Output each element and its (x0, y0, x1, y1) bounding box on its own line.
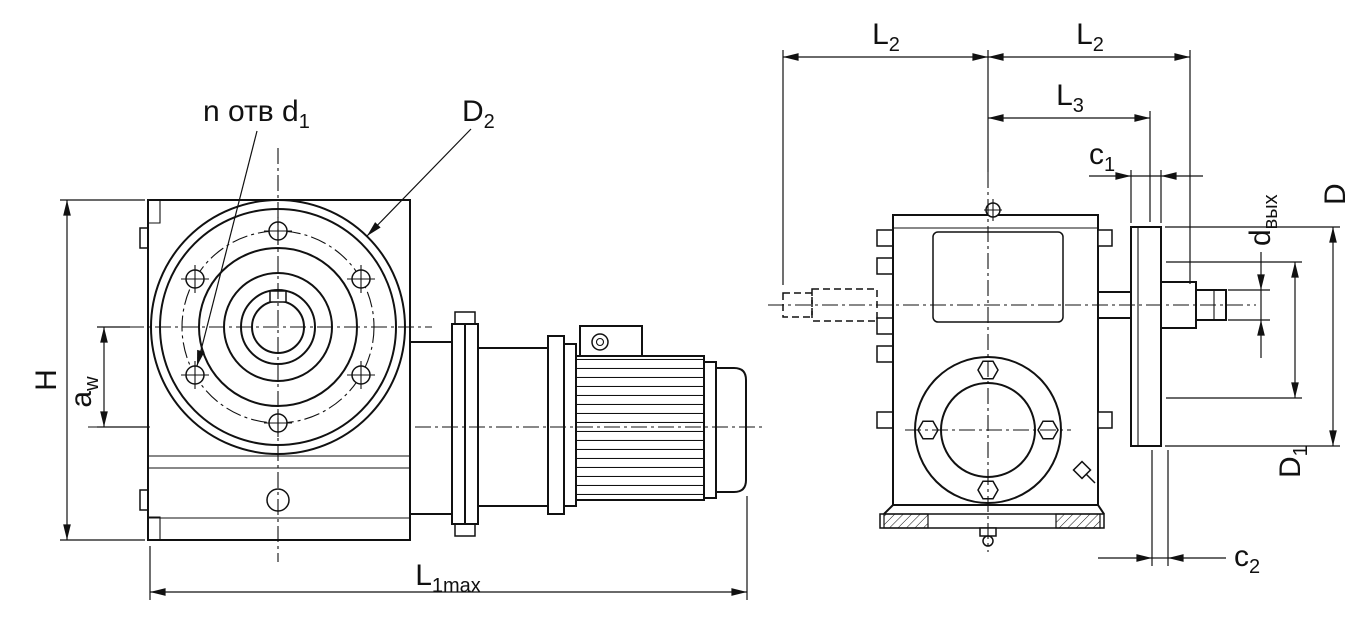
dimensions-side: L2 L2 L3 c1 dвых (782, 18, 1352, 578)
motor-flange (547, 335, 565, 515)
dim-label-c2: c2 (1234, 540, 1260, 578)
motor-end-cap (715, 367, 747, 493)
dim-label-aw: aw (65, 376, 103, 408)
dim-label-c1: c1 (1089, 138, 1115, 176)
motor-assembly (409, 311, 747, 537)
dim-label-dout: dвых (1244, 194, 1282, 246)
adapter-disc-1 (451, 323, 466, 525)
gearbox-housing-side (876, 199, 1113, 506)
leader-line-holes (196, 130, 258, 367)
dim-label-h: H (30, 369, 63, 391)
terminal-box (579, 325, 643, 357)
front-view: H aw L1max n отв d1 D2 (30, 95, 762, 600)
dim-label-holes: n отв d1 (203, 95, 310, 133)
motor-body (575, 355, 705, 501)
dimensions-front: H aw L1max n отв d1 D2 (30, 95, 748, 600)
centerlines-side (768, 172, 1256, 552)
mounting-feet (879, 504, 1105, 547)
bell-adapter (409, 341, 455, 515)
adapter-disc-2 (464, 323, 479, 525)
motor-end-bracket (703, 361, 717, 499)
side-view: L2 L2 L3 c1 dвых (768, 18, 1352, 578)
dim-label-d: D (1319, 183, 1352, 205)
leader-line-d2 (366, 128, 472, 237)
dim-label-d1: D1 (1274, 445, 1312, 478)
dim-label-l2-right: L2 (1076, 18, 1104, 56)
dim-label-l3: L3 (1056, 79, 1084, 117)
eyebolt (591, 333, 609, 351)
dim-label-l1max: L1max (415, 559, 481, 597)
dim-label-l2-left: L2 (872, 18, 900, 56)
housing-window (932, 231, 1064, 323)
dim-label-d2: D2 (462, 95, 495, 133)
output-shaft-side (1098, 226, 1227, 447)
output-flange-plate (1130, 226, 1162, 447)
